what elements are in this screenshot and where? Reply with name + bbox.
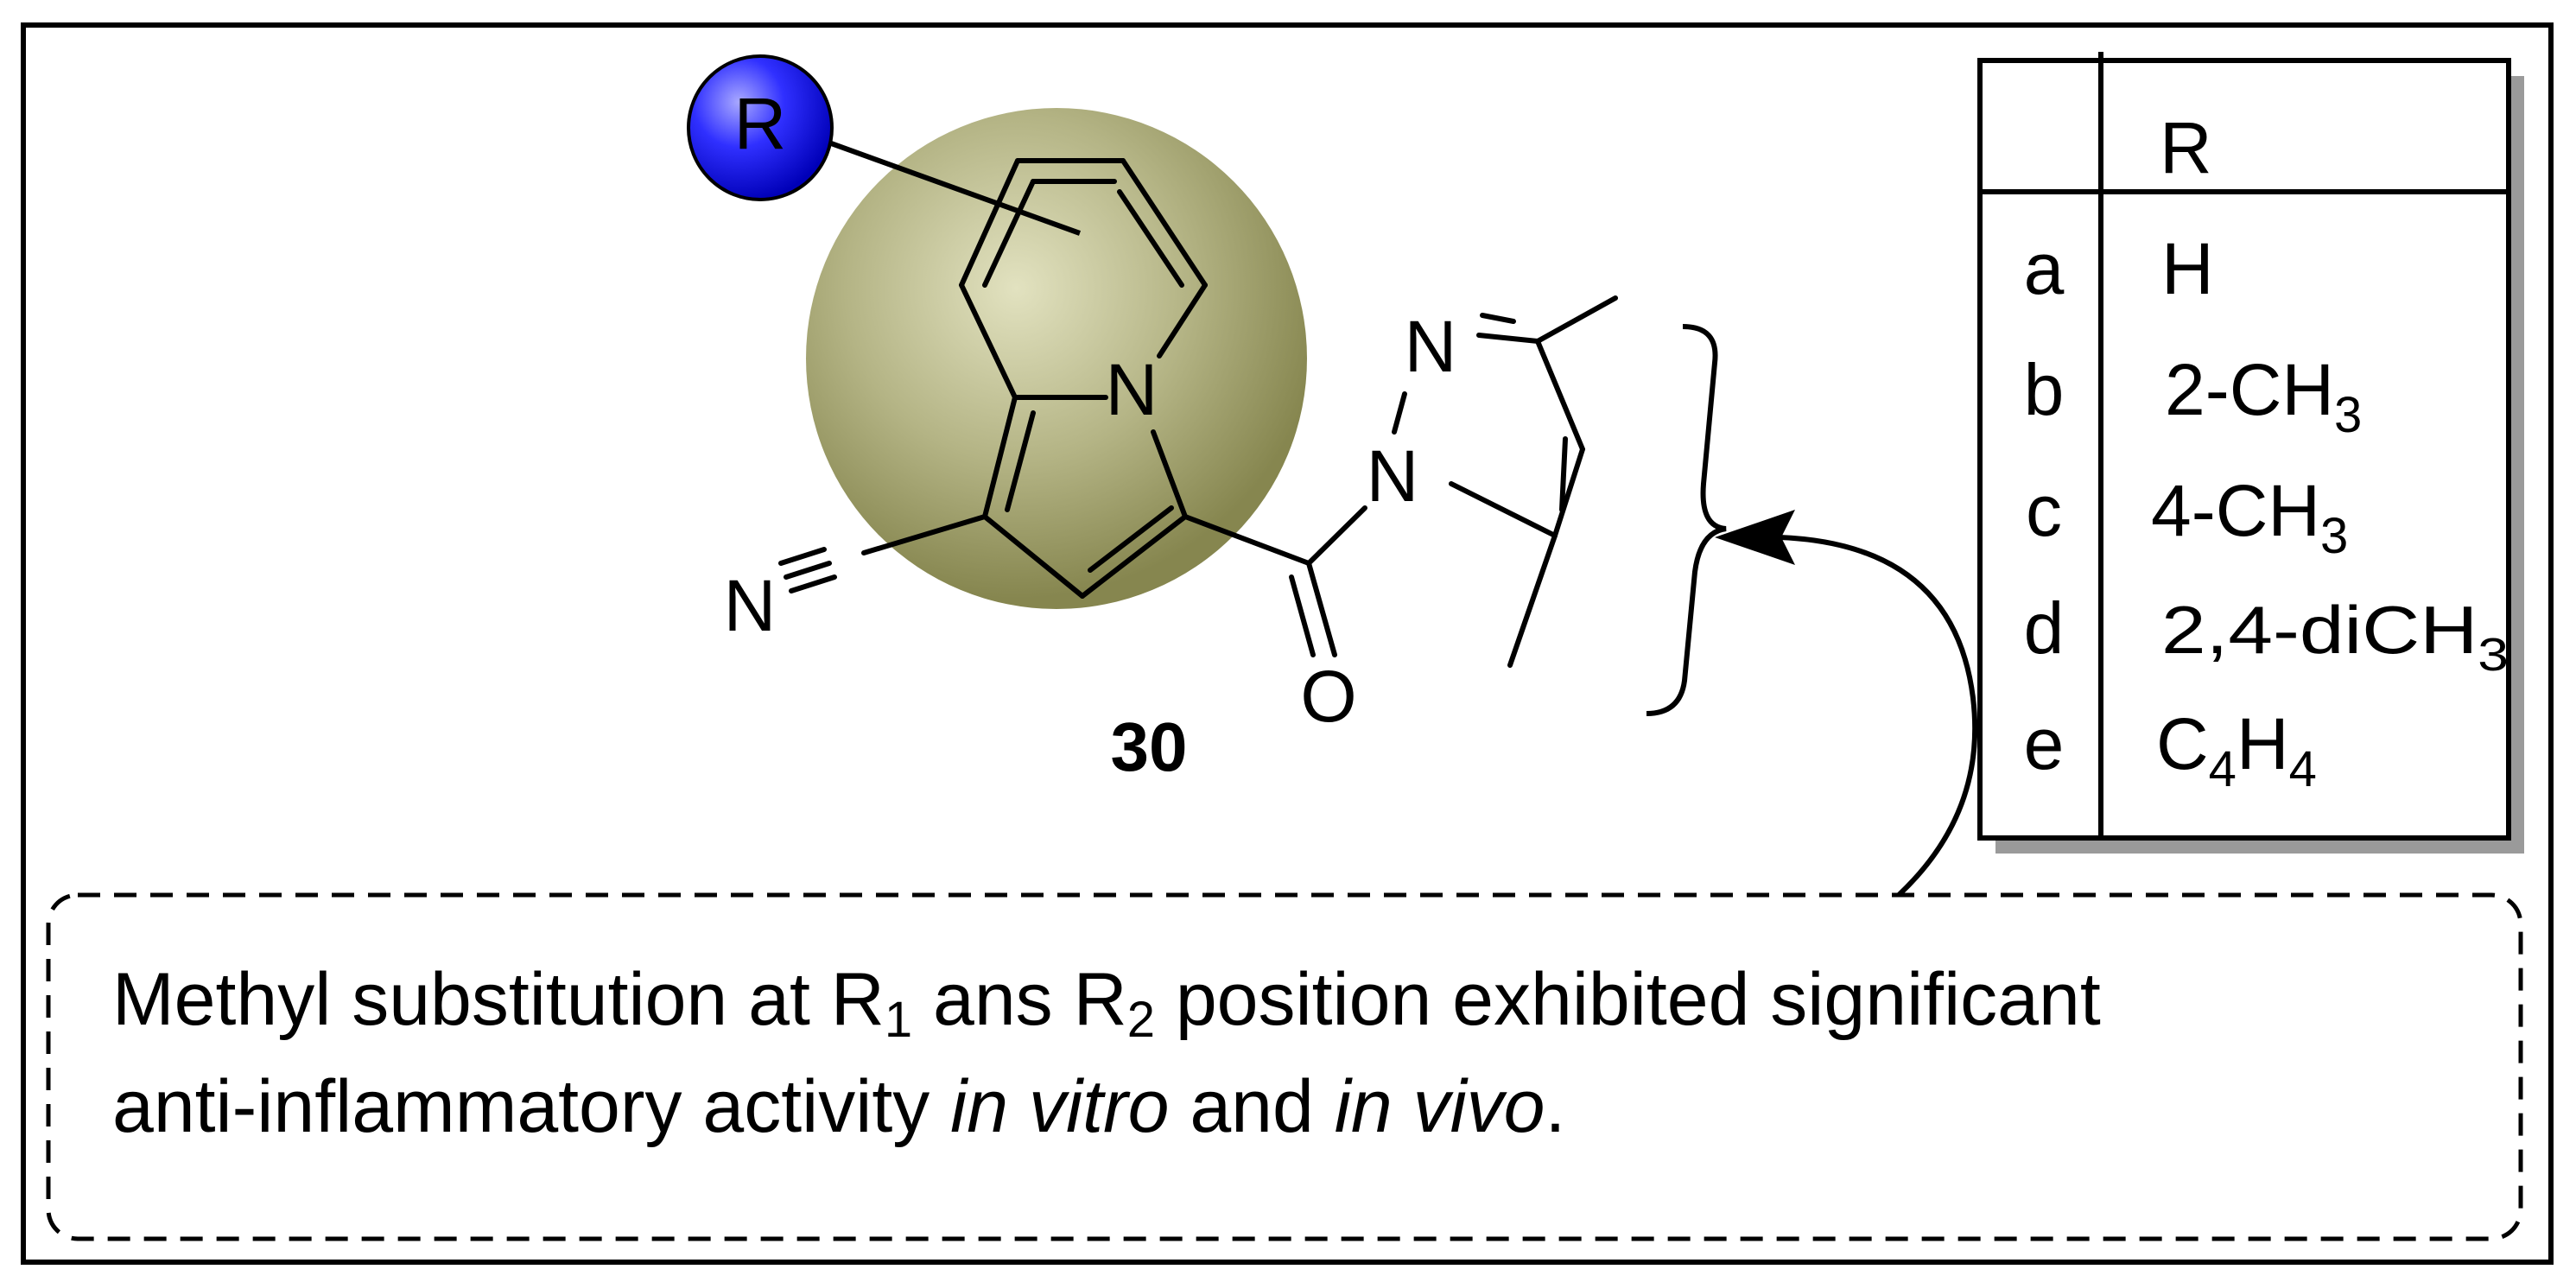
pyrazole-n2-label: N <box>1405 306 1457 387</box>
pyrazole-n1-label: N <box>1367 435 1419 517</box>
carbonyl-oxygen-label: O <box>1300 656 1356 737</box>
table-row-a-key: a <box>2024 228 2065 309</box>
table-header-r: R <box>2160 107 2212 188</box>
ring-nitrogen-label: N <box>1106 349 1158 430</box>
compound-number: 30 <box>1111 708 1188 785</box>
r-group-label: R <box>734 83 787 164</box>
outer-frame <box>21 22 2554 1265</box>
caption-line-2: anti-inflammatory activity in vitro and … <box>112 1065 1566 1148</box>
indolizine-core-sphere <box>806 108 1307 609</box>
r-group-sphere <box>687 54 834 201</box>
caption-dashed-box <box>46 892 2523 1241</box>
table-row-e-key: e <box>2024 703 2065 784</box>
nitrile-nitrogen-label: N <box>724 565 777 646</box>
arrow-to-brace <box>1779 535 1978 898</box>
r-group: R <box>687 54 834 201</box>
table-row-e-value: C4H4 <box>2156 703 2317 797</box>
table-row-d-key: d <box>2024 587 2065 669</box>
table-row-c-value: 4-CH3 <box>2151 470 2348 564</box>
indolizine-bonds <box>778 158 1618 668</box>
table-row-c-key: c <box>2026 470 2062 551</box>
curly-brace <box>1646 324 1727 716</box>
r-bond <box>791 127 1082 236</box>
caption-text: Methyl substitution at R1 ans R2 positio… <box>112 946 2497 1231</box>
table-row-b-key: b <box>2024 349 2065 430</box>
table-row-a-value: H <box>2161 228 2214 309</box>
caption-line-1: Methyl substitution at R1 ans R2 positio… <box>112 958 2101 1048</box>
arrow-head <box>1715 510 1795 565</box>
table-row-b-value: 2-CH3 <box>2165 349 2362 443</box>
